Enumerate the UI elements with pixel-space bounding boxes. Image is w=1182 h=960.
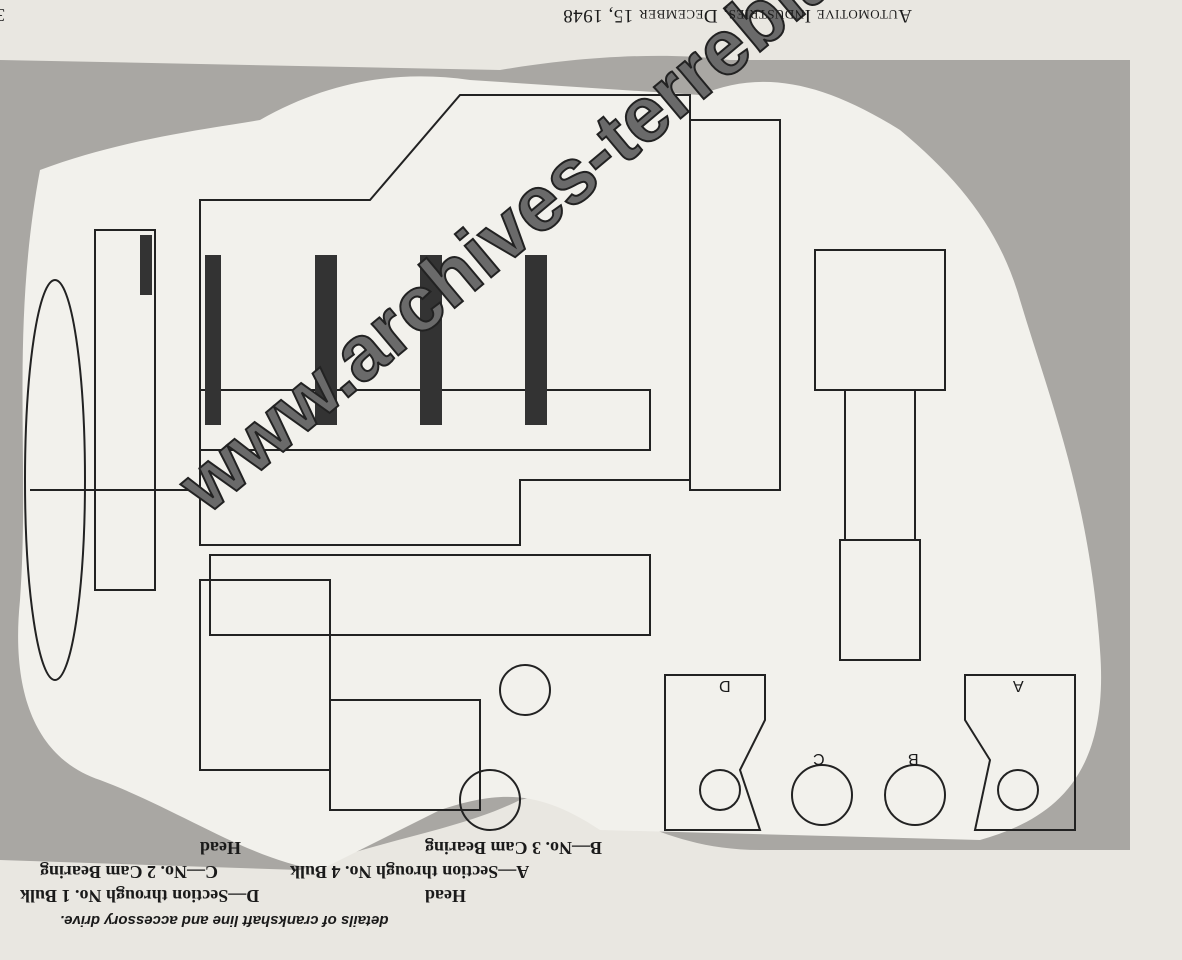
legend-d-cont: Head <box>200 838 242 858</box>
legend-c: C—No. 2 Cam Bearing <box>40 862 218 882</box>
bearing-sections <box>664 674 1076 831</box>
cylinder-blocks <box>140 235 547 425</box>
running-header: Automotive Industries, December 15, 1948 <box>562 5 912 26</box>
section-label-d: D <box>719 677 731 694</box>
section-label-b: B <box>908 750 919 767</box>
legend-a: A—Section through No. 4 Bulk <box>290 862 530 882</box>
halftone-background <box>0 55 1130 871</box>
section-label-c: C <box>813 750 825 767</box>
legend-b: B—No. 3 Cam Bearing <box>425 838 602 858</box>
figure-caption: details of crankshaft line and accessory… <box>60 912 389 929</box>
legend-a-cont: Head <box>425 886 467 906</box>
section-label-a: A <box>1013 677 1024 694</box>
legend-d: D—Section through No. 1 Bulk <box>20 886 260 906</box>
page-number: 3 <box>0 4 5 25</box>
valve-section <box>814 249 946 661</box>
